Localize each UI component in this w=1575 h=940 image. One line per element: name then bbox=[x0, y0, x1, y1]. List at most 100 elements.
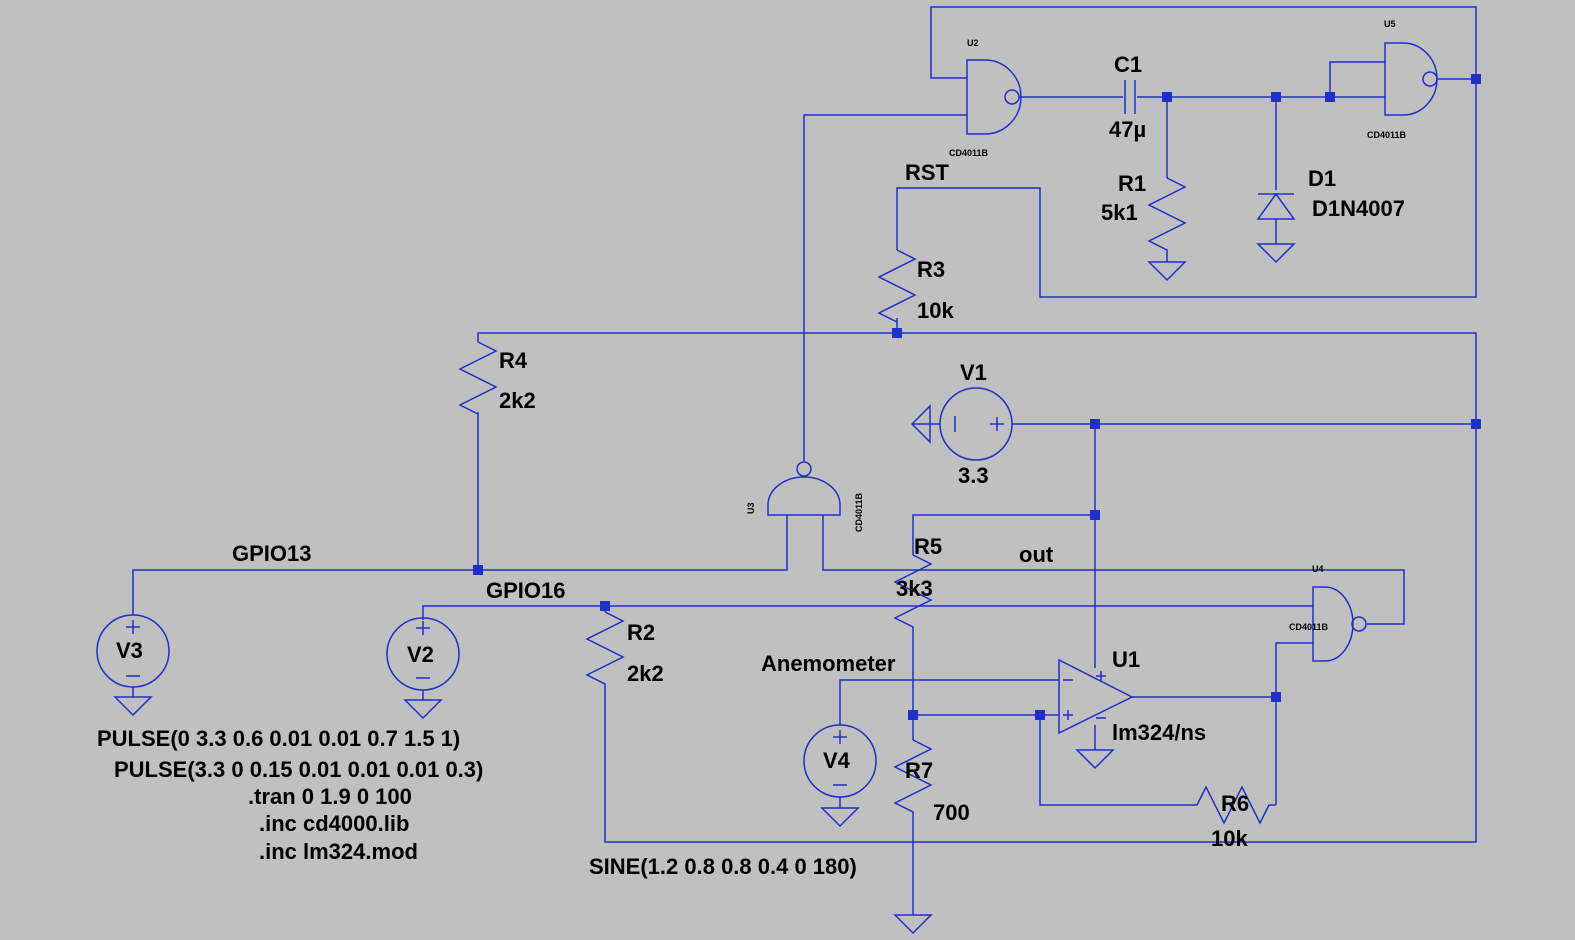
wire-u2-in2 bbox=[803, 114, 967, 462]
resistor-r7[interactable] bbox=[893, 739, 933, 818]
wire-rail-333 bbox=[477, 332, 1477, 843]
u3-ref: U3 bbox=[746, 502, 756, 514]
capacitor-c1[interactable] bbox=[1124, 80, 1136, 114]
u3-part: CD4011B bbox=[854, 492, 864, 532]
junctions bbox=[473, 74, 1481, 720]
r6-ref: R6 bbox=[1221, 791, 1249, 816]
ground-icon bbox=[1075, 749, 1115, 770]
d1-ref: D1 bbox=[1308, 166, 1336, 191]
u5-ref: U5 bbox=[1384, 19, 1396, 29]
voltage-source-v1[interactable] bbox=[912, 387, 1013, 461]
r1-ref: R1 bbox=[1118, 171, 1146, 196]
ground-icon bbox=[1256, 243, 1296, 264]
wires bbox=[132, 6, 1477, 915]
net-rst: RST bbox=[905, 160, 950, 185]
v3-ref: V3 bbox=[116, 638, 143, 663]
r7-value: 700 bbox=[933, 800, 970, 825]
u1-ref: U1 bbox=[1112, 647, 1140, 672]
v2-ref: V2 bbox=[407, 642, 434, 667]
ground-icon bbox=[113, 696, 153, 717]
nand-gate-u5[interactable] bbox=[1384, 42, 1438, 116]
spice-tran: .tran 0 1.9 0 100 bbox=[248, 784, 412, 809]
resistor-r4[interactable] bbox=[458, 341, 498, 415]
r3-value: 10k bbox=[917, 298, 954, 323]
r5-ref: R5 bbox=[914, 534, 942, 559]
resistor-r5[interactable] bbox=[893, 554, 933, 632]
wire-r6-left bbox=[1039, 715, 1197, 806]
junction bbox=[600, 601, 610, 611]
r7-ref: R7 bbox=[905, 758, 933, 783]
r3-ref: R3 bbox=[917, 257, 945, 282]
resistor-r6[interactable] bbox=[1196, 785, 1276, 825]
spice-inc-cd4000: .inc cd4000.lib bbox=[259, 811, 409, 836]
opamp-u1[interactable] bbox=[1058, 658, 1134, 735]
diode-d1[interactable] bbox=[1256, 192, 1296, 244]
ground-icon bbox=[820, 807, 860, 828]
r4-ref: R4 bbox=[499, 348, 528, 373]
r6-value: 10k bbox=[1211, 826, 1248, 851]
nand-gate-u2[interactable] bbox=[966, 59, 1022, 135]
u2-part: CD4011B bbox=[949, 148, 989, 158]
r2-ref: R2 bbox=[627, 620, 655, 645]
net-gpio13: GPIO13 bbox=[232, 541, 311, 566]
ground-icon bbox=[893, 914, 933, 935]
ground-icon bbox=[1147, 261, 1187, 282]
net-out: out bbox=[1019, 542, 1054, 567]
spice-inc-lm324: .inc lm324.mod bbox=[259, 839, 418, 864]
v4-ref: V4 bbox=[823, 748, 851, 773]
junction bbox=[1035, 710, 1045, 720]
resistor-r1[interactable] bbox=[1147, 177, 1187, 262]
spice-v2-source: PULSE(3.3 0 0.15 0.01 0.01 0.01 0.3) bbox=[114, 757, 483, 782]
junction bbox=[1471, 419, 1481, 429]
junction bbox=[1325, 92, 1335, 102]
junction bbox=[473, 565, 483, 575]
junction bbox=[1162, 92, 1172, 102]
r4-value: 2k2 bbox=[499, 388, 536, 413]
junction bbox=[1090, 419, 1100, 429]
u1-value: lm324/ns bbox=[1112, 720, 1206, 745]
r1-value: 5k1 bbox=[1101, 200, 1138, 225]
junction bbox=[1271, 692, 1281, 702]
u2-ref: U2 bbox=[967, 38, 979, 48]
d1-value: D1N4007 bbox=[1312, 196, 1405, 221]
junction bbox=[1271, 92, 1281, 102]
labels: U2 CD4011B U5 CD4011B U4 CD4011B U3 CD40… bbox=[97, 19, 1407, 879]
u5-part: CD4011B bbox=[1367, 130, 1407, 140]
junction bbox=[892, 328, 902, 338]
u4-ref: U4 bbox=[1312, 564, 1324, 574]
voltage-source-v4[interactable] bbox=[803, 724, 877, 808]
net-anemometer: Anemometer bbox=[761, 651, 896, 676]
v1-value: 3.3 bbox=[958, 463, 989, 488]
c1-ref: C1 bbox=[1114, 52, 1142, 77]
r2-value: 2k2 bbox=[627, 661, 664, 686]
nand-gate-u3[interactable] bbox=[767, 461, 841, 516]
resistor-r3[interactable] bbox=[877, 249, 917, 323]
resistor-r2[interactable] bbox=[585, 611, 625, 690]
net-gpio16: GPIO16 bbox=[486, 578, 565, 603]
spice-v4-source: SINE(1.2 0.8 0.8 0.4 0 180) bbox=[589, 854, 857, 879]
ground-icon bbox=[910, 404, 931, 444]
wire-top-loop bbox=[896, 6, 1477, 298]
ground-symbols bbox=[113, 243, 1296, 935]
spice-v3-source: PULSE(0 3.3 0.6 0.01 0.01 0.7 1.5 1) bbox=[97, 726, 460, 751]
u4-part: CD4011B bbox=[1289, 622, 1329, 632]
ground-icon bbox=[403, 699, 443, 720]
wire-gpio13 bbox=[132, 515, 788, 615]
nand-gate-u4[interactable] bbox=[1312, 586, 1367, 662]
voltage-source-v2[interactable] bbox=[386, 617, 460, 700]
junction bbox=[1471, 74, 1481, 84]
wire-r5-top bbox=[912, 514, 1095, 555]
wire-u4-in2 bbox=[1275, 642, 1313, 802]
wire-gpio16 bbox=[422, 605, 1313, 620]
junction bbox=[1090, 510, 1100, 520]
v1-ref: V1 bbox=[960, 360, 987, 385]
junction bbox=[908, 710, 918, 720]
wire-u5-in-tie bbox=[1329, 61, 1385, 97]
voltage-source-v3[interactable] bbox=[96, 614, 170, 697]
r5-value: 3k3 bbox=[896, 576, 933, 601]
wire-out bbox=[822, 515, 1405, 625]
c1-value: 47µ bbox=[1109, 117, 1146, 142]
wire-anemometer bbox=[839, 679, 1059, 725]
